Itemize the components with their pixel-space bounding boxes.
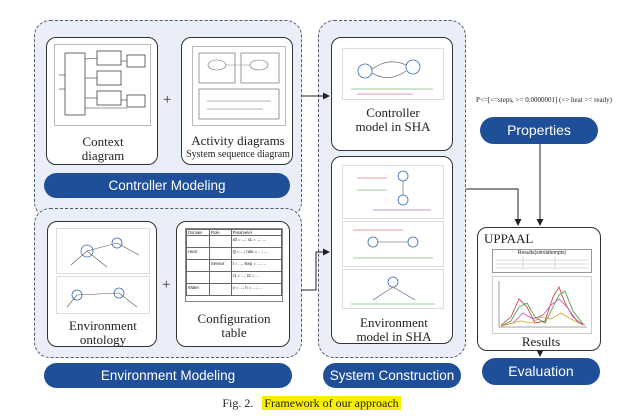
environment-modeling-banner: Environment Modeling xyxy=(44,363,292,388)
controller-model-thumbnail xyxy=(342,48,444,100)
environment-model-thumbnail-1 xyxy=(342,165,444,219)
results-chart-thumbnail xyxy=(492,276,592,334)
config-table-row: Water v = ...; h = ...; ... xyxy=(186,283,282,296)
context-diagram-box: Context diagram xyxy=(46,37,158,165)
evaluation-banner: Evaluation xyxy=(482,358,600,385)
figure-caption: Fig. 2. Framework of our approach xyxy=(0,396,623,411)
context-diagram-thumbnail xyxy=(54,44,151,126)
system-sequence-diagram-label: System sequence diagram xyxy=(186,149,290,160)
controller-plus-sign: + xyxy=(163,92,172,108)
uppaal-box: UPPAAL Results(sim/attempts) Results xyxy=(477,227,601,351)
activity-diagrams-title: Activity diagrams xyxy=(191,133,285,148)
environment-ontology-thumbnail-top xyxy=(56,228,150,274)
environment-model-thumbnail-2 xyxy=(342,221,444,267)
config-table-cell: Water xyxy=(186,283,211,296)
system-construction-banner: System Construction xyxy=(323,363,461,388)
controller-model-label: Controller model in SHA xyxy=(355,105,431,134)
configuration-table-label: Configuration table xyxy=(197,311,271,340)
config-table-cell: v = ...; h = ...; ... xyxy=(230,283,282,296)
uppaal-label: UPPAAL xyxy=(484,231,534,246)
properties-banner: Properties xyxy=(480,117,598,144)
activity-diagram-thumbnail xyxy=(192,46,286,126)
environment-ontology-box: Environment ontology xyxy=(47,221,157,347)
context-diagram-label: Context diagram xyxy=(81,134,125,163)
results-table-title: Results(sim/attempts) xyxy=(517,250,567,256)
arrow-system-to-uppaal xyxy=(466,188,522,226)
arrow-environment-to-environment-model xyxy=(302,248,330,291)
figure-caption-title: Framework of our approach xyxy=(262,396,401,410)
results-table-thumbnail: Results(sim/attempts) xyxy=(492,249,592,273)
results-label: Results xyxy=(521,334,561,349)
environment-model-box: Environment model in SHA xyxy=(331,156,453,344)
controller-modeling-banner: Controller Modeling xyxy=(44,173,290,198)
controller-model-box: Controller model in SHA xyxy=(331,37,453,151)
config-table-row: r1 = ...; r2 = ... xyxy=(186,271,282,284)
environment-model-thumbnail-3 xyxy=(342,269,444,309)
activity-diagrams-box: Activity diagrams System sequence diagra… xyxy=(181,37,293,165)
environment-ontology-thumbnail-bottom xyxy=(56,276,150,314)
property-formula: P<=[<=steps, >= 0.0000001] (<> heat >= r… xyxy=(476,96,612,104)
environment-ontology-label: Environment ontology xyxy=(69,318,137,347)
environment-plus-sign: + xyxy=(162,277,171,293)
figure-caption-prefix: Fig. 2. xyxy=(222,396,254,410)
environment-model-label: Environment model in SHA xyxy=(356,315,432,344)
